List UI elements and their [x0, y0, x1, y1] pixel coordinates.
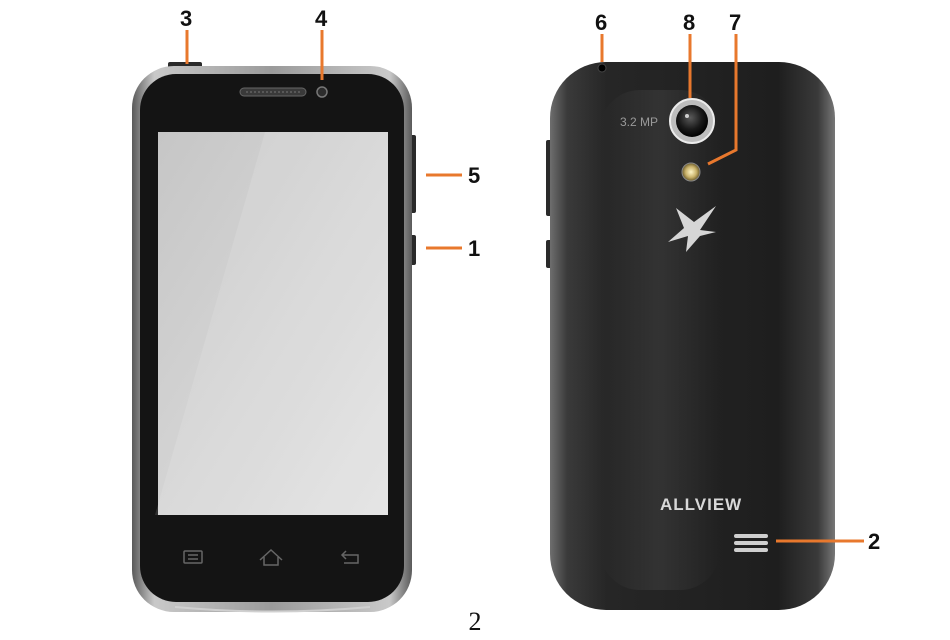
page-number: 2	[0, 607, 950, 637]
callout-7: 7	[729, 10, 741, 35]
callout-6: 6	[595, 10, 607, 35]
camera-mp-label: 3.2 MP	[620, 115, 658, 129]
brand-logo-text: ALLVIEW	[660, 495, 742, 514]
callout-8: 8	[683, 10, 695, 35]
rear-flash	[682, 163, 700, 181]
earpiece	[240, 88, 306, 96]
callout-4: 4	[315, 6, 328, 31]
front-phone	[132, 62, 416, 612]
callout-3: 3	[180, 6, 192, 31]
callout-2: 2	[868, 529, 880, 554]
back-phone: 3.2 MP ALLVIEW	[546, 62, 835, 610]
rear-camera-lens	[676, 105, 708, 137]
rear-speaker	[734, 534, 768, 552]
callout-5: 5	[468, 163, 480, 188]
lens-glint	[685, 114, 689, 118]
callout-1: 1	[468, 236, 480, 261]
back-cover-sheen	[600, 90, 720, 590]
headphone-jack	[598, 64, 606, 72]
front-camera	[317, 87, 327, 97]
